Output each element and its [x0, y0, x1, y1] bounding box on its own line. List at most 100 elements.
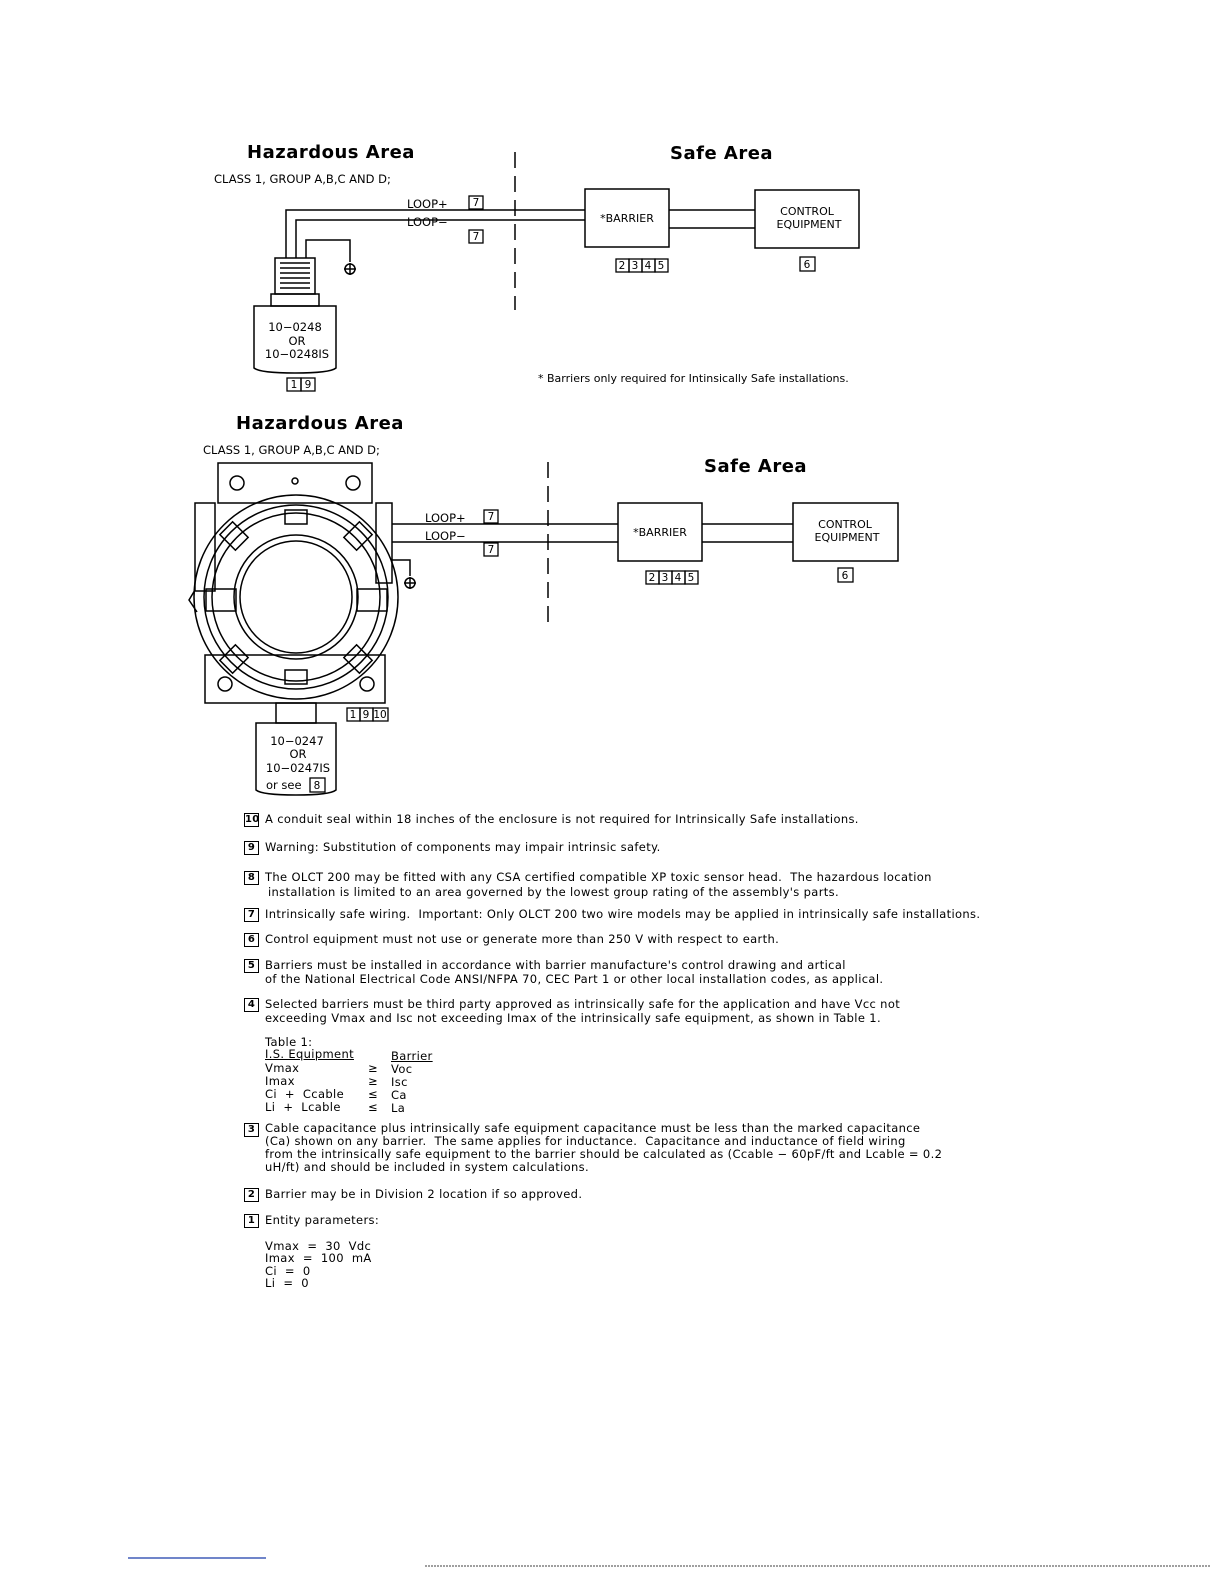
note-text-line2: (Ca) shown on any barrier. The same appl…: [265, 1134, 906, 1148]
loop-minus-wire-1: [295, 219, 585, 258]
hazard-class-2: CLASS 1, GROUP A,B,C AND D;: [203, 443, 380, 457]
barrier-tag-4: 5: [658, 260, 665, 272]
ground-icon-2: [404, 577, 416, 589]
entity-imax: Imax = 100 mA: [265, 1251, 372, 1265]
ground-wire-2: [392, 559, 411, 576]
device-tag-9: 9: [305, 379, 312, 391]
table-row-op: ≤: [368, 1100, 378, 1114]
tag-7a-1: 7: [473, 197, 480, 209]
barrier-footnote: * Barriers only required for Intinsicall…: [538, 372, 849, 385]
tag-7a-2: 7: [488, 511, 495, 523]
entity-vmax: Vmax = 30 Vdc: [265, 1239, 372, 1253]
enclosure-tag-1: 1: [350, 709, 357, 721]
entity-parameters: Vmax = 30 Vdc Imax = 100 mA Ci = 0 Li = …: [265, 1240, 371, 1315]
table-row-left: Ci + Ccable: [265, 1087, 345, 1101]
barrier-tag-2: 3: [632, 260, 639, 272]
note-text: A conduit seal within 18 inches of the e…: [265, 812, 859, 826]
table-row-op: ≥: [368, 1061, 378, 1075]
barrier2-tag-4: 5: [688, 572, 695, 584]
control-tag-1: 6: [804, 259, 811, 271]
control-equipment-box-2: [792, 502, 899, 562]
note-number: 3: [244, 1123, 259, 1137]
device-line2-1: OR: [288, 334, 305, 348]
note-text: Intrinsically safe wiring. Important: On…: [265, 907, 981, 921]
note-text: Warning: Substitution of components may …: [265, 840, 661, 854]
note-number: 7: [244, 908, 259, 922]
control-label-1a: CONTROL: [780, 205, 835, 218]
enclosure-tag-9: 9: [363, 709, 370, 721]
tag-boxes: [286, 195, 854, 793]
table-row-right: Isc: [391, 1075, 408, 1089]
safe-title-1: Safe Area: [670, 143, 773, 164]
hazard-class-1: CLASS 1, GROUP A,B,C AND D;: [214, 172, 391, 186]
device-tag-8: 8: [314, 780, 321, 792]
device-line4-2: or see: [266, 778, 302, 792]
note-text-line1: Selected barriers must be third party ap…: [265, 997, 901, 1011]
note-number: 6: [244, 933, 259, 947]
hazard-title-1: Hazardous Area: [247, 142, 415, 163]
table-caption: Table 1:: [265, 1035, 313, 1049]
control-label-1b: EQUIPMENT: [777, 218, 842, 231]
loop-plus-label-2: LOOP+: [425, 511, 466, 525]
device-line1-1: 10−0248: [268, 320, 322, 334]
device-line3-1: 10−0248IS: [265, 347, 329, 361]
ground-wire-1: [305, 239, 351, 262]
note-text-line1: Barriers must be installed in accordance…: [265, 958, 846, 972]
note-text: Entity parameters:: [265, 1213, 380, 1227]
sensor-head-2: [255, 702, 337, 796]
hazard-title-2: Hazardous Area: [236, 413, 404, 434]
table-row-right: La: [391, 1101, 406, 1115]
device-tag-1: 1: [291, 379, 298, 391]
barrier-box-1: [584, 188, 670, 248]
table-row-op: ≤: [368, 1087, 378, 1101]
note-text-line1: Cable capacitance plus intrinsically saf…: [265, 1121, 921, 1135]
barrier2-tag-3: 4: [675, 572, 682, 584]
table-row-left: Imax: [265, 1074, 295, 1088]
table-col2-header: Barrier: [391, 1049, 433, 1063]
note-number: 10: [244, 813, 260, 827]
note-text-line4: uH/ft) and should be included in system …: [265, 1160, 590, 1174]
control-label-2a: CONTROL: [818, 518, 873, 531]
table-row-op: ≥: [368, 1074, 378, 1088]
loop-plus-label-1: LOOP+: [407, 197, 448, 211]
device-line2-2: OR: [289, 747, 306, 761]
note-number: 1: [244, 1214, 259, 1228]
note-text-line3: from the intrinsically safe equipment to…: [265, 1147, 943, 1161]
note-text-line1: The OLCT 200 may be fitted with any CSA …: [265, 870, 932, 884]
loop-plus-wire-1: [285, 209, 585, 258]
table-row-right: Voc: [391, 1062, 413, 1076]
safe-title-2: Safe Area: [704, 456, 807, 477]
control-equipment-box-1: [754, 189, 860, 249]
explosion-proof-enclosure: [188, 462, 399, 704]
barrier2-tag-2: 3: [662, 572, 669, 584]
table-col1-header: I.S. Equipment: [265, 1047, 354, 1061]
note-number: 4: [244, 998, 259, 1012]
enclosure-tag-10: 10: [373, 709, 386, 721]
barrier-label-1: *BARRIER: [600, 212, 654, 225]
ground-icon: [344, 263, 356, 275]
barrier-box-2: [617, 502, 703, 562]
sensor-head-1: [253, 257, 337, 374]
tag-7b-2: 7: [488, 544, 495, 556]
note-text-line2: exceeding Vmax and Isc not exceeding Ima…: [265, 1011, 881, 1025]
table-row-left: Li + Lcable: [265, 1100, 341, 1114]
device-line3-2: 10−0247IS: [266, 761, 330, 775]
barrier-label-2: *BARRIER: [633, 526, 687, 539]
table-row-right: Ca: [391, 1088, 407, 1102]
barrier-tag-1: 2: [619, 260, 626, 272]
loop-minus-label-2: LOOP−: [425, 529, 466, 543]
entity-li: Li = 0: [265, 1276, 309, 1290]
note-number: 2: [244, 1188, 259, 1202]
note-number: 5: [244, 959, 259, 973]
barrier2-tag-1: 2: [649, 572, 656, 584]
note-number: 8: [244, 871, 259, 885]
loop-minus-label-1: LOOP−: [407, 215, 448, 229]
barrier-tag-3: 4: [645, 260, 652, 272]
table-1: Table 1: I.S. Equipment Barrier Vmax ≥ V…: [265, 1036, 432, 1309]
note-text-line2: installation is limited to an area gover…: [268, 885, 839, 899]
control-label-2b: EQUIPMENT: [815, 531, 880, 544]
control-tag-2: 6: [842, 570, 849, 582]
table-row-left: Vmax: [265, 1061, 300, 1075]
note-text: Barrier may be in Division 2 location if…: [265, 1187, 583, 1201]
